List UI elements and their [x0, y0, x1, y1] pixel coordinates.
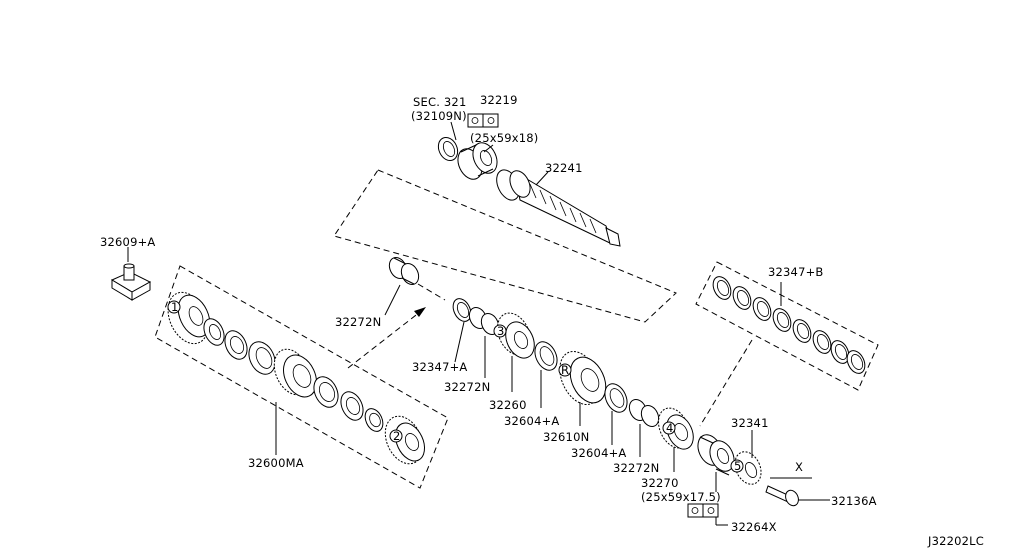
label-32610n: 32610N — [543, 430, 589, 444]
gear-number-3: 3 — [497, 324, 505, 338]
needle-bearing-32272n-low — [628, 398, 660, 428]
gear-number-5: 5 — [734, 459, 742, 473]
connector-arrow — [347, 311, 421, 369]
label-32604a-right: 32604+A — [571, 446, 627, 460]
gear-number-markers: 1 2 3 R 4 5 — [171, 300, 742, 473]
label-size-lower: (25x59x17.5) — [641, 490, 721, 504]
gear-2 — [384, 415, 426, 465]
label-32347b: 32347+B — [768, 265, 824, 279]
diagram-code: J32202LC — [927, 534, 984, 548]
gear-number-r: R — [561, 363, 569, 377]
bearing-32219 — [457, 142, 498, 180]
label-32347a: 32347+A — [412, 360, 468, 374]
needle-bearing-32272n-top — [388, 256, 420, 286]
label-sec-ref-2: (32109N) — [411, 109, 467, 123]
label-x-mark: X — [795, 460, 803, 474]
label-32604a-left: 32604+A — [504, 414, 560, 428]
reverse-gear-32610n — [558, 351, 607, 405]
input-shaft-32241 — [496, 169, 621, 247]
synchro-ring-32604a-right — [604, 383, 628, 413]
label-32341: 32341 — [731, 416, 769, 430]
synchro-ring-32604a-left — [534, 341, 558, 371]
shim-set-32347b-outline — [695, 261, 879, 391]
gear-number-2: 2 — [393, 429, 401, 443]
gear-assembly-32600ma — [167, 291, 426, 465]
label-32600ma: 32600MA — [248, 456, 304, 470]
gear-5-32341 — [730, 451, 762, 485]
synchro-hub — [273, 348, 317, 398]
label-32260: 32260 — [489, 398, 527, 412]
gear-1 — [167, 291, 211, 345]
gear-number-1: 1 — [171, 300, 179, 314]
gear-3-32260 — [493, 312, 535, 359]
label-32264x: 32264X — [731, 520, 777, 534]
snap-ring-32109n — [437, 136, 459, 162]
bearing-32264x — [697, 434, 735, 476]
shim-connector-line — [699, 339, 753, 427]
needle-connector-line — [417, 283, 446, 301]
gear-4-32270 — [658, 407, 694, 450]
washer-32347a — [452, 298, 472, 322]
gear-number-4: 4 — [666, 421, 674, 435]
label-32272n-top: 32272N — [335, 315, 381, 329]
leader-lines — [127, 121, 830, 526]
label-size-upper: (25x59x18) — [470, 131, 538, 145]
label-32609a: 32609+A — [100, 235, 156, 249]
label-32272n-low: 32272N — [613, 461, 659, 475]
part-32609a — [110, 263, 152, 301]
label-32241: 32241 — [545, 161, 583, 175]
spec-box-lower — [687, 503, 719, 518]
label-32272n-mid: 32272N — [444, 380, 490, 394]
arrow-head — [414, 307, 426, 317]
label-32270: 32270 — [641, 476, 679, 490]
shim-set-32347b — [712, 276, 866, 374]
mainshaft-group-outline — [333, 169, 677, 323]
label-sec-ref-1: SEC. 321 — [413, 95, 466, 109]
label-32136a: 32136A — [831, 494, 877, 508]
label-32219: 32219 — [480, 93, 518, 107]
spec-box-upper — [467, 113, 499, 128]
bolt-32136a — [765, 485, 799, 507]
gear-assembly-32600ma-outline — [154, 265, 449, 489]
